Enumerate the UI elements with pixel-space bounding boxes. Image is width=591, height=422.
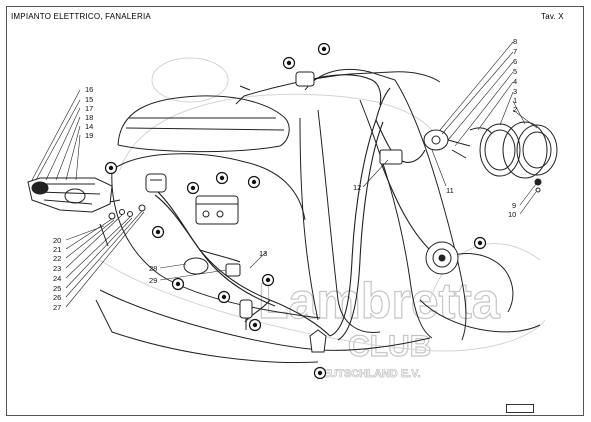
screw <box>534 178 542 193</box>
watermark: Lambretta CLUB DEUTSCHLAND E.V. <box>257 272 501 380</box>
tail-light <box>27 177 113 213</box>
marker <box>104 161 118 175</box>
components <box>27 71 558 353</box>
callout-16: 16 <box>85 85 93 94</box>
callout-14: 14 <box>85 122 93 131</box>
callout-25: 25 <box>53 284 61 293</box>
spark-plug-cap <box>239 299 253 330</box>
stop-switch <box>309 329 327 353</box>
callout-21: 21 <box>53 245 61 254</box>
light-switch <box>295 71 315 87</box>
callout-27: 27 <box>53 303 61 312</box>
leader-lines <box>31 41 538 308</box>
callout-15: 15 <box>85 95 93 104</box>
marker <box>151 225 165 239</box>
callout-13: 13 <box>259 249 267 258</box>
marker <box>473 236 487 250</box>
page-title: IMPIANTO ELETTRICO, FANALERIA <box>11 12 151 21</box>
junction-box <box>195 195 239 225</box>
callout-4: 4 <box>513 77 517 86</box>
marker <box>282 56 296 70</box>
watermark-line1: Lambretta <box>258 273 501 329</box>
ignition-coil <box>145 173 167 193</box>
publisher-logo <box>506 404 534 413</box>
marker <box>313 366 327 380</box>
plate-number: Tav. X <box>541 12 564 21</box>
marker <box>217 290 231 304</box>
callout-19: 19 <box>85 131 93 140</box>
marker <box>186 181 200 195</box>
marker <box>247 175 261 189</box>
callout-26: 26 <box>53 293 61 302</box>
horn <box>425 241 459 275</box>
marker <box>248 318 262 332</box>
scooter-outline <box>95 69 541 364</box>
marker <box>171 277 185 291</box>
callout-10: 10 <box>508 210 516 219</box>
callout-24: 24 <box>53 274 61 283</box>
callout-29: 29 <box>149 276 157 285</box>
wiring-harness <box>79 74 431 341</box>
callout-18: 18 <box>85 113 93 122</box>
callout-numbers: 8 7 6 5 4 3 1 2 9 10 11 12 13 16 15 17 1… <box>53 37 517 312</box>
callout-22: 22 <box>53 254 61 263</box>
watermark-line3: DEUTSCHLAND E.V. <box>314 368 421 380</box>
callout-1: 1 <box>513 96 517 105</box>
callout-9: 9 <box>512 201 516 210</box>
condenser <box>183 257 241 277</box>
marker <box>317 42 331 56</box>
harness-connector <box>379 149 403 165</box>
scooter-ghost <box>99 57 546 352</box>
callout-3: 3 <box>513 87 517 96</box>
callout-7: 7 <box>513 47 517 56</box>
callout-12: 12 <box>353 183 361 192</box>
callout-8: 8 <box>513 37 517 46</box>
marker <box>215 171 229 185</box>
reference-markers <box>104 42 487 380</box>
callout-17: 17 <box>85 104 93 113</box>
callout-28: 28 <box>149 264 157 273</box>
callout-6: 6 <box>513 57 517 66</box>
drawing-sheet <box>6 6 584 416</box>
marker <box>261 273 275 287</box>
headlamp <box>469 121 558 179</box>
callout-5: 5 <box>513 67 517 76</box>
bulb-holder <box>423 129 471 159</box>
callout-23: 23 <box>53 264 61 273</box>
callout-2: 2 <box>513 105 517 114</box>
callout-20: 20 <box>53 236 61 245</box>
callout-11: 11 <box>446 186 454 195</box>
